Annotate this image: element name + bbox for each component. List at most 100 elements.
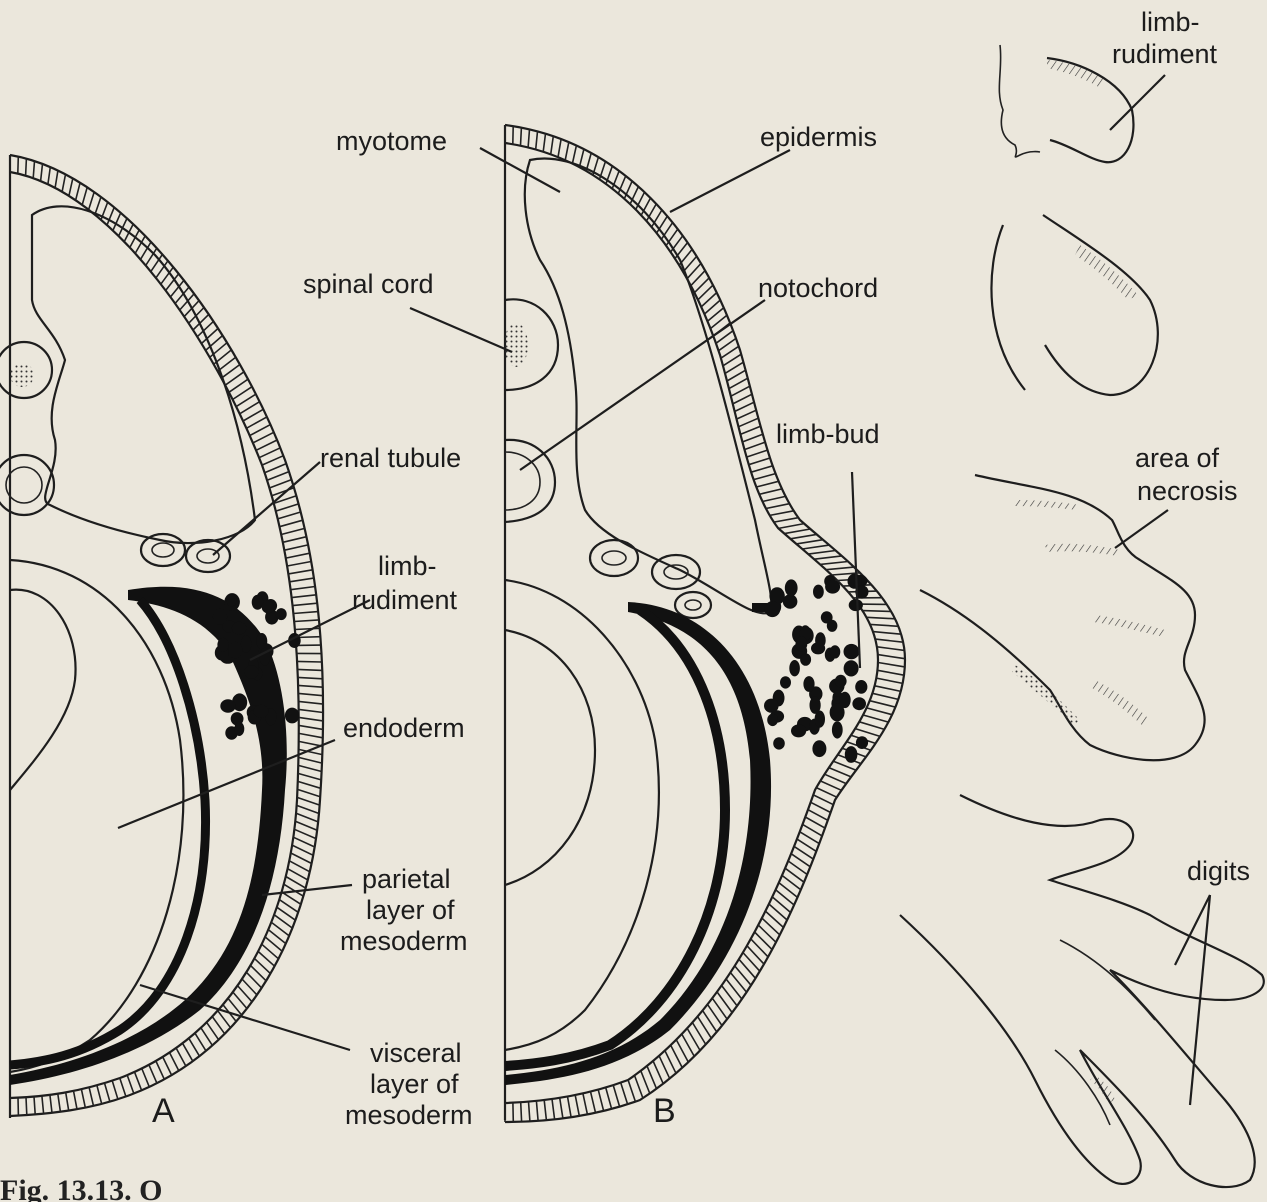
mesenchyme-cell — [767, 714, 778, 726]
mesenchyme-cell — [821, 611, 833, 623]
mesenchyme-cell — [228, 642, 242, 658]
panel-a-notochord-inner — [6, 467, 42, 503]
label-parietal-3: mesoderm — [340, 926, 468, 956]
panel-a-renal-tubule-1-inner — [152, 543, 174, 557]
mesenchyme-cell — [803, 676, 814, 692]
stage-1-leader — [1110, 75, 1165, 130]
caption-partial: Fig. 13.13. O — [0, 1174, 163, 1202]
stage-3-necrosis-area — [1045, 544, 1120, 556]
mesenchyme-cell — [276, 608, 287, 620]
label-limb-bud: limb-bud — [776, 419, 880, 449]
label-parietal-1: parietal — [362, 864, 451, 894]
stage-4-inner-digit — [1060, 940, 1155, 1020]
panel-b-limb-bud-cells — [764, 574, 869, 763]
mesenchyme-cell — [254, 705, 269, 718]
panel-a-limb-rudiment-cells — [213, 591, 301, 739]
stage-4-limb — [900, 795, 1264, 1187]
mesenchyme-cell — [217, 638, 228, 652]
label-digits: digits — [1187, 856, 1250, 886]
mesenchyme-cell — [830, 645, 841, 658]
label-spinal-cord: spinal cord — [303, 269, 434, 299]
panel-b-renal-tubule-1 — [590, 540, 638, 576]
stage-2-limb — [1043, 215, 1158, 395]
label-notochord: notochord — [758, 273, 878, 303]
label-limb-rudiment-top-2: rudiment — [1112, 39, 1218, 69]
panel-a-endoderm-leader — [118, 740, 335, 828]
panel-b-spinal-cord-stipple — [504, 323, 528, 367]
stage-1-body-wall — [999, 45, 1040, 157]
mesenchyme-cell — [789, 660, 800, 676]
panel-a-renal-tubule-1 — [141, 534, 185, 566]
panel-a-renal-tubule-2-inner — [197, 549, 219, 563]
mesenchyme-cell — [773, 737, 785, 749]
panel-b-epidermis-leader — [670, 150, 790, 212]
stage-4-hatch — [1090, 1075, 1115, 1103]
mesenchyme-cell — [845, 746, 858, 763]
panel-b-renal-tubule-1-inner — [602, 551, 626, 565]
panel-b-spinal-leader — [410, 308, 512, 352]
stage-3-hatch-b — [1015, 500, 1080, 510]
mesenchyme-cell — [232, 622, 246, 635]
mesenchyme-cell — [234, 722, 244, 736]
label-necrosis-2: necrosis — [1137, 476, 1238, 506]
mesenchyme-cell — [811, 642, 825, 654]
label-visceral-3: mesoderm — [345, 1100, 473, 1130]
label-panel-b: B — [653, 1092, 676, 1130]
mesenchyme-cell — [812, 740, 826, 757]
panel-b-renal-tubule-2 — [652, 555, 700, 589]
mesenchyme-cell — [800, 653, 811, 666]
mesenchyme-cell — [220, 699, 235, 713]
label-parietal-2: layer of — [366, 895, 455, 925]
label-limb-rudiment-top-1: limb- — [1141, 7, 1200, 37]
label-renal-tubule: renal tubule — [320, 443, 461, 473]
mesenchyme-cell — [830, 704, 845, 722]
mesenchyme-cell — [832, 721, 843, 738]
panel-a-myotome — [32, 206, 255, 543]
mesenchyme-cell — [213, 609, 227, 625]
mesenchyme-cell — [226, 594, 236, 606]
mesenchyme-cell — [780, 676, 791, 688]
mesenchyme-cell — [855, 680, 867, 694]
panel-b-limbbud-leader — [852, 472, 860, 668]
stage-3-hatch-c — [1012, 665, 1080, 725]
mesenchyme-cell — [783, 594, 798, 609]
mesenchyme-cell — [791, 724, 806, 737]
panel-a-notochord — [0, 455, 54, 515]
mesenchyme-cell — [764, 699, 779, 713]
label-limb-rudiment-a-1: limb- — [378, 551, 437, 581]
mesenchyme-cell — [765, 601, 781, 617]
mesenchyme-cell — [813, 585, 824, 599]
mesenchyme-cell — [241, 635, 251, 653]
label-myotome: myotome — [336, 126, 447, 156]
panel-b-renal-tubule-3 — [675, 592, 711, 618]
stage-3-limb — [920, 475, 1205, 760]
limb-stages-series — [900, 45, 1264, 1187]
panel-b-myotome-leader — [480, 148, 560, 192]
stage-2-hatch — [1075, 245, 1138, 300]
label-limb-rudiment-a-2: rudiment — [352, 585, 458, 615]
panel-b-renal-tubule-3-inner — [685, 600, 701, 610]
mesenchyme-cell — [844, 660, 859, 676]
mesenchyme-cell — [849, 599, 863, 611]
mesenchyme-cell — [245, 665, 259, 679]
stage-2-body-wall — [991, 225, 1025, 390]
panel-a-inner-cavity — [10, 590, 76, 790]
mesenchyme-cell — [835, 675, 847, 688]
mesenchyme-cell — [810, 696, 821, 714]
mesenchyme-cell — [785, 579, 798, 596]
stage-3-hatch-d — [1092, 680, 1150, 726]
label-epidermis: epidermis — [760, 122, 877, 152]
panel-a-spinal-cord-lumen — [10, 363, 34, 387]
panel-a-section — [0, 155, 370, 1118]
mesenchyme-cell — [252, 595, 264, 610]
stage-3-leader — [1115, 510, 1168, 548]
label-visceral-2: layer of — [370, 1069, 459, 1099]
mesenchyme-cell — [852, 697, 866, 710]
mesenchyme-cell — [825, 580, 840, 594]
mesenchyme-cell — [856, 736, 868, 749]
panel-b-inner-cavity — [505, 630, 595, 885]
stage-3-hatch-a — [1093, 615, 1165, 636]
mesenchyme-cell — [285, 708, 299, 724]
label-endoderm: endoderm — [343, 713, 465, 743]
